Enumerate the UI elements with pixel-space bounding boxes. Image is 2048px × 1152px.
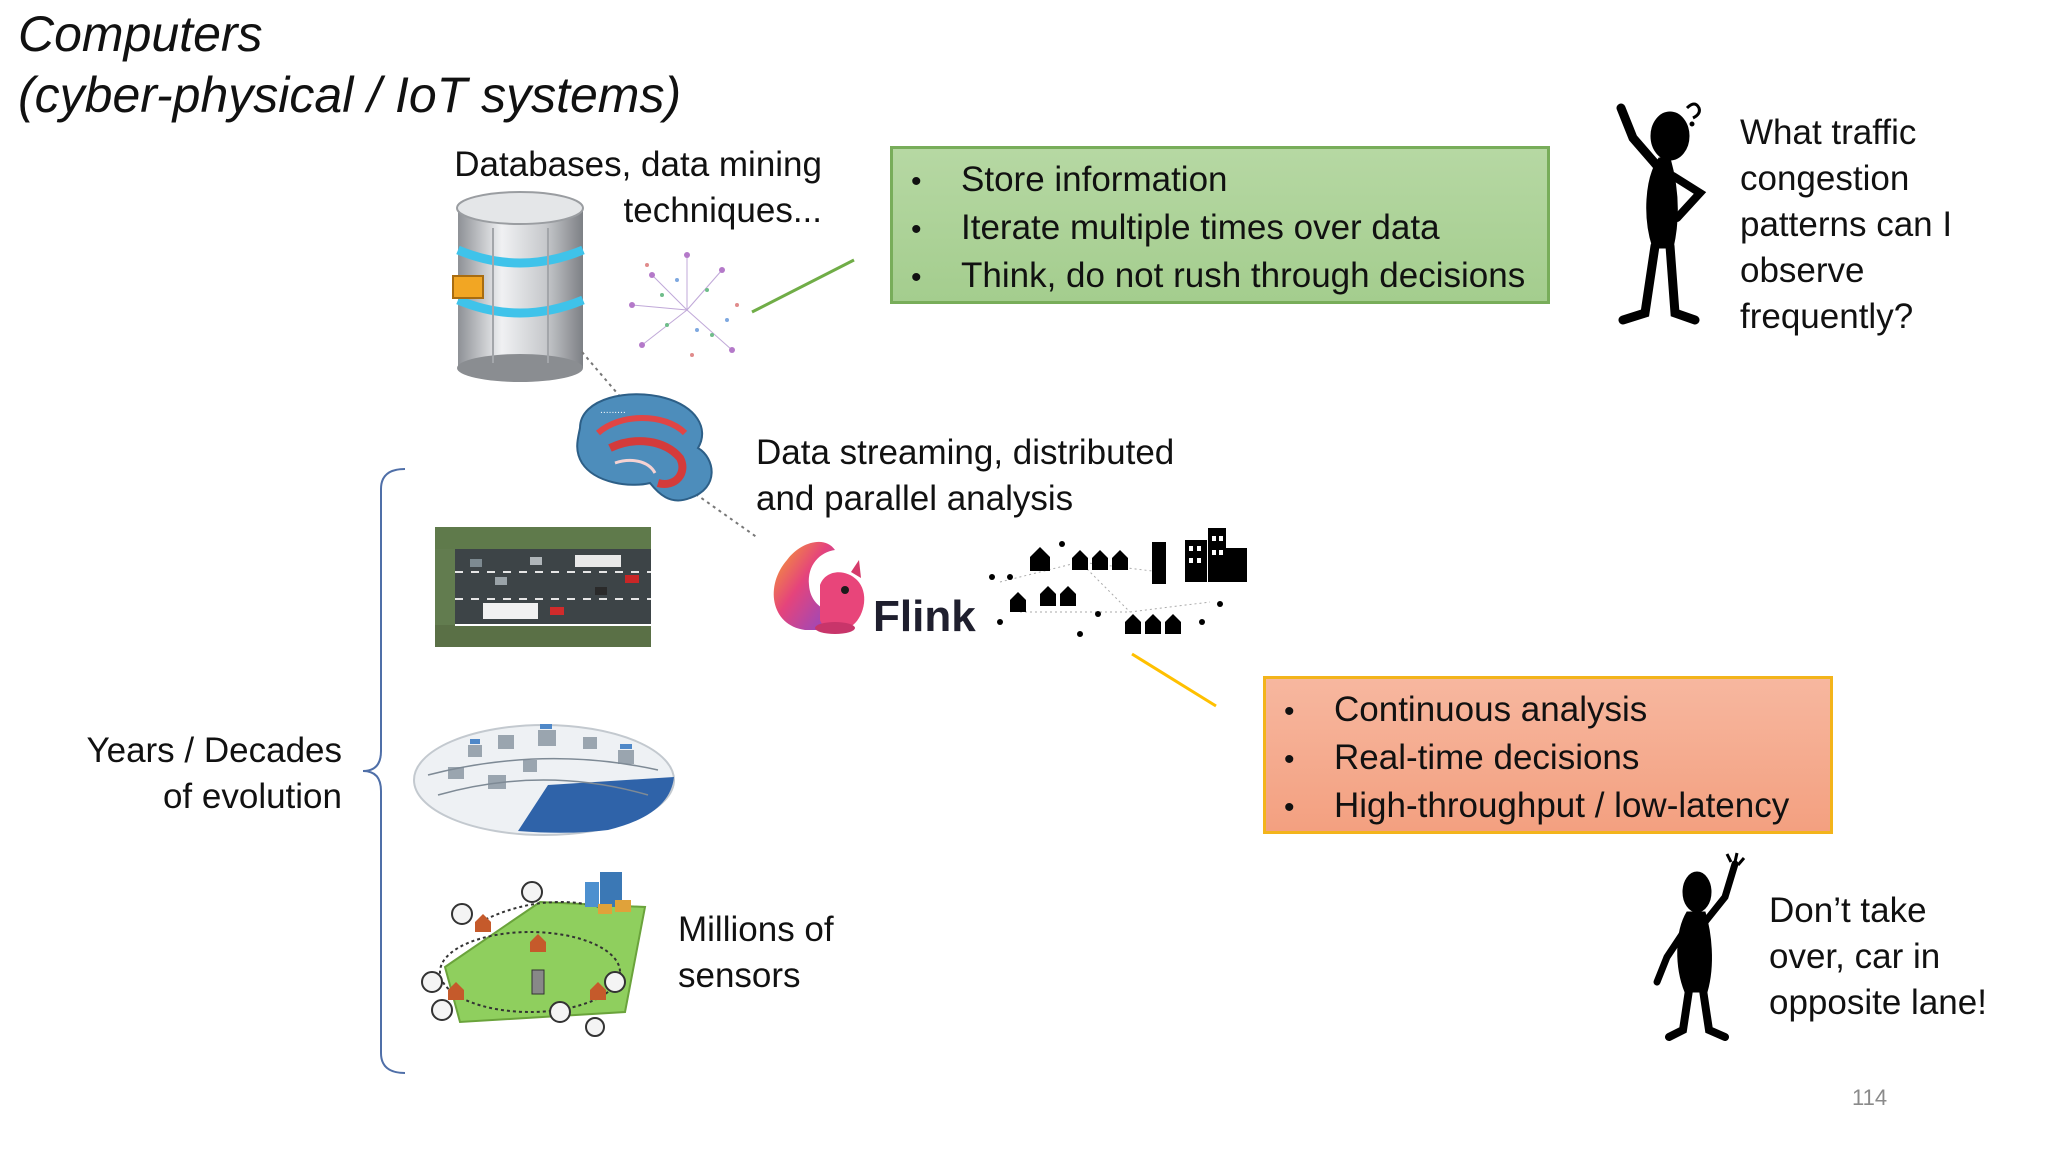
- page-number: 114: [1852, 1085, 1888, 1110]
- svg-text:.........: .........: [600, 406, 626, 416]
- driver-warning: Don’t take over, car in opposite lane!: [1769, 891, 1987, 1022]
- streaming-property-item: •High-throughput / low-latency: [1284, 786, 1790, 825]
- database-icon: [452, 191, 585, 382]
- batch-property-item: •Think, do not rush through decisions: [911, 256, 1526, 295]
- databases-label: Databases, data mining techniques...: [454, 145, 822, 230]
- slide-title-line2: (cyber-physical / IoT systems): [18, 67, 682, 123]
- streaming-property-item: •Real-time decisions: [1284, 738, 1640, 777]
- batch-properties-box: •Store information •Iterate multiple tim…: [890, 146, 1550, 304]
- evolution-label: Years / Decades of evolution: [86, 731, 342, 816]
- green-connector: [751, 258, 855, 314]
- orange-connector: [1131, 652, 1217, 708]
- brain-icon: .........: [576, 393, 713, 502]
- traffic-photo: [435, 527, 651, 647]
- slide-title: Computers (cyber-physical / IoT systems): [18, 4, 681, 126]
- sensor-network-icon: [421, 872, 647, 1037]
- streaming-properties-box: •Continuous analysis •Real-time decision…: [1263, 676, 1833, 834]
- slide-title-line1: Computers: [18, 6, 263, 62]
- smart-city-island-icon: [413, 724, 675, 836]
- batch-property-item: •Store information: [911, 160, 1228, 199]
- data-mining-graph-icon: [629, 252, 739, 357]
- streaming-label: Data streaming, distributed and parallel…: [756, 433, 1175, 518]
- dotted-connector: [581, 351, 759, 539]
- sensors-label: Millions of sensors: [678, 910, 834, 995]
- thinker-question: What traffic congestion patterns can I o…: [1740, 113, 1953, 336]
- evolution-bracket: [362, 468, 406, 1074]
- streaming-property-item: •Continuous analysis: [1284, 690, 1648, 729]
- smart-city-network-icon: [989, 528, 1247, 637]
- thinking-person-icon: [1616, 102, 1707, 325]
- waving-person-icon: [1653, 852, 1746, 1041]
- flink-squirrel-logo: [773, 541, 865, 634]
- batch-property-item: •Iterate multiple times over data: [911, 208, 1440, 247]
- flink-wordmark: Flink: [873, 592, 976, 641]
